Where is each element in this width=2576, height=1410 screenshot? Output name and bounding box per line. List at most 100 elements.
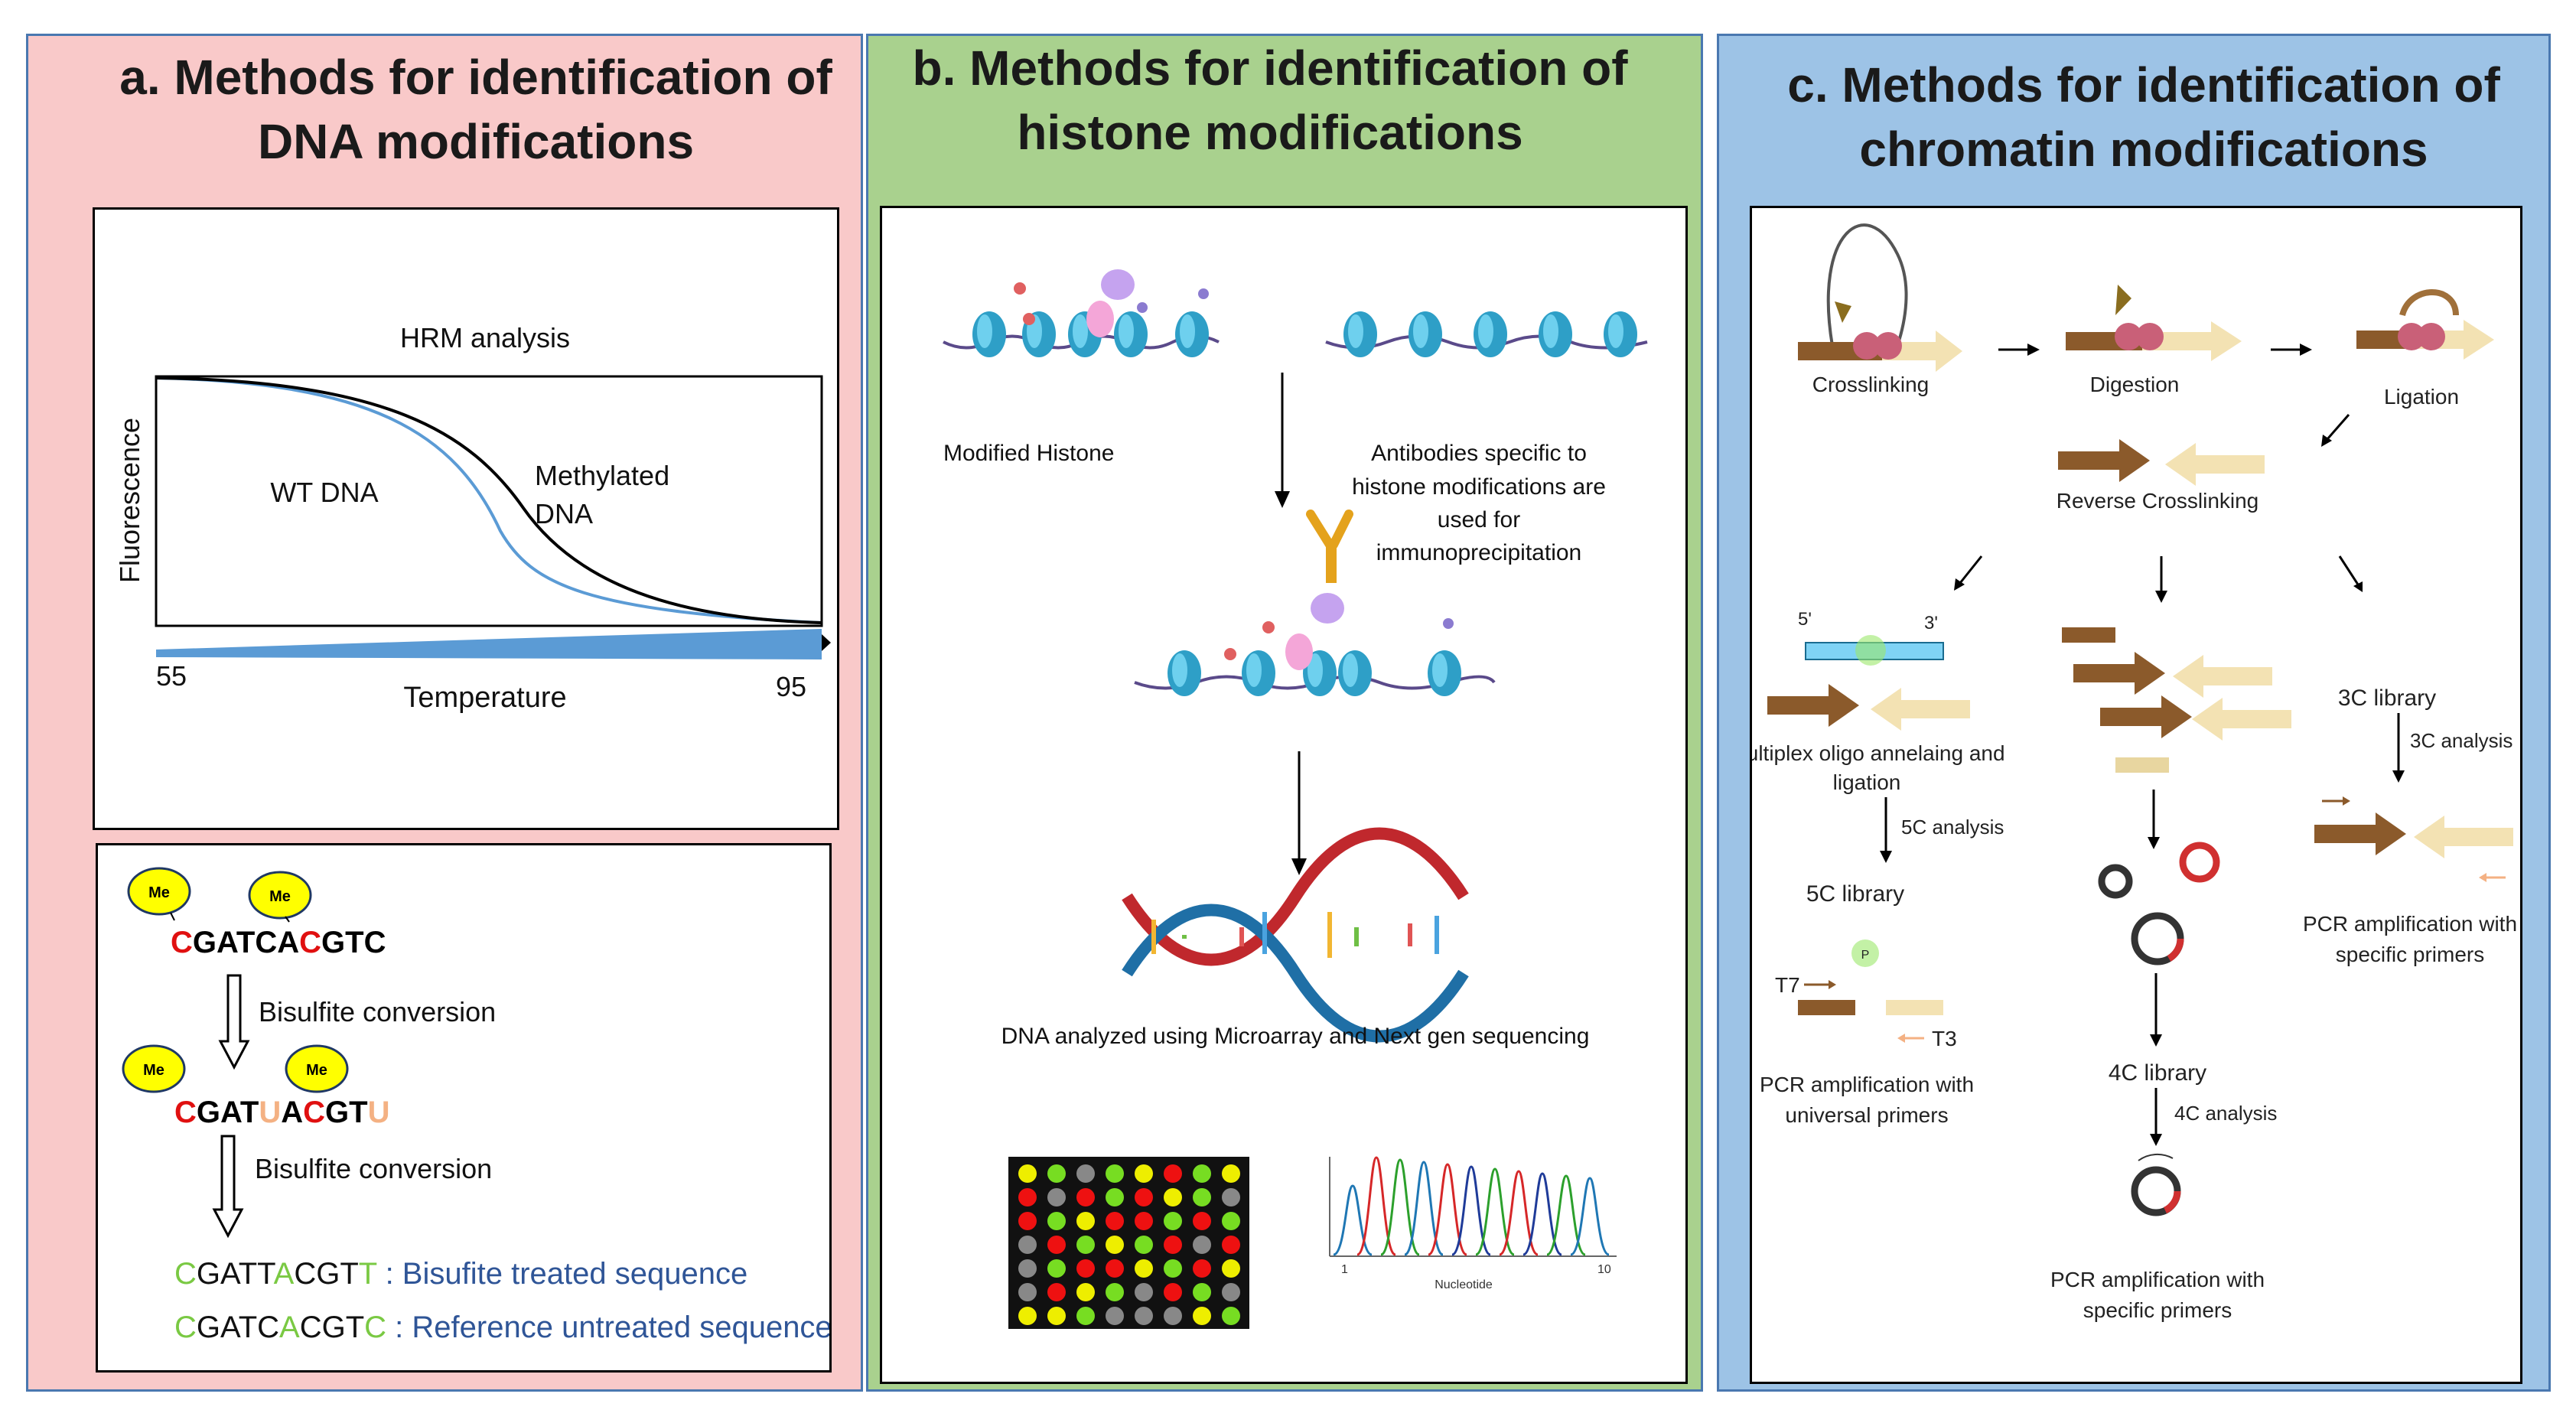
dna-helix-icon [1122,827,1469,1043]
bisulfite-box: Me Me CGATCACGTC Bisulfite conversion Me… [96,843,832,1373]
microarray-spot [1135,1283,1153,1301]
modified-histone-label: Modified Histone [943,441,1114,466]
microarray-spot [1135,1164,1153,1183]
microarray-spot [1047,1164,1066,1183]
microarray-spot [1106,1283,1124,1301]
reference-sequence: CGATCACGTC : Reference untreated sequenc… [174,1311,829,1344]
microarray-dots [1018,1164,1240,1325]
primer-arrow-icon [2479,873,2506,882]
chromatin-workflow-box: Crosslinking Digestion Ligation [1728,206,2522,1384]
ligation-label: Ligation [2384,385,2459,409]
hrm-chart: HRM analysis WT DNA Methylated DNA Fluor… [114,322,831,714]
chromatogram-peak [1499,1170,1539,1256]
microarray-spot [1076,1188,1095,1206]
chromatogram-xlabel: Nucleotide [1435,1278,1493,1291]
microarray-spot [1106,1307,1124,1325]
chromatogram-x-start: 1 [1341,1263,1348,1276]
panel-a-title: a. Methods for identification of DNA mod… [90,45,862,174]
panel-c-title-line2: chromatin modifications [1859,122,2428,177]
down-arrow-icon [218,974,250,1070]
hrm-ylabel: Fluorescence [114,418,145,583]
three-prime-label: 3' [1924,613,1938,633]
microarray-spot [1193,1307,1211,1325]
t3-primer-arrow [1897,1034,1924,1043]
microarray-spot [1222,1259,1240,1278]
arrow-down-icon [2150,1088,2162,1146]
microarray-spot [1018,1259,1037,1278]
pcr-3c-label-2: specific primers [2336,943,2484,966]
microarray-spot [1018,1188,1037,1206]
arrow-down-icon [2150,973,2162,1047]
microarray-spot [1106,1236,1124,1254]
crosslinking-icon [1798,223,1962,372]
panel-b-title-line2: histone modifications [1017,105,1523,160]
microarray-spot [1222,1188,1240,1206]
hrm-xlabel: Temperature [403,682,566,714]
primer-arrow-icon [2322,796,2350,806]
unmodified-histone-strand [1325,311,1648,357]
methyl-group-icon [122,1044,186,1093]
microarray-spot [1164,1283,1182,1301]
microarray-spot [1193,1164,1211,1183]
pcr-universal-label-1: PCR amplification with [1760,1073,1974,1096]
multiplex-label-2: ligation [1833,770,1901,794]
microarray-spot [1018,1283,1037,1301]
wt-dna-curve [155,376,822,624]
arrow-down-icon [2392,713,2405,783]
microarray-spot [1018,1236,1037,1254]
dna-analysis-text: DNA analyzed using Microarray and Next g… [1001,1024,1590,1049]
chromatogram-peak [1522,1172,1562,1256]
microarray-spot [1076,1212,1095,1230]
sequence-1: CGATCACGTC [171,926,386,959]
arrow-down-icon [2155,556,2167,603]
fragment-stack-icon [2062,627,2291,773]
library-5c-label: 5C library [1806,881,1904,907]
panel-a-title-line1: a. Methods for identification of [119,50,832,105]
t7-primer-arrow [1804,980,1836,989]
microarray-spot [1018,1164,1037,1183]
microarray-spot [1076,1236,1095,1254]
chromatogram-peak [1380,1158,1420,1256]
bisulfite-step-1: Bisulfite conversion [259,996,496,1027]
microarray-spot [1164,1188,1182,1206]
methylated-label-2: DNA [535,498,593,529]
methylated-label-1: Methylated [535,460,669,491]
down-arrow-icon [1291,858,1307,875]
treated-sequence: CGATTACGTT : Bisufite treated sequence [174,1257,747,1291]
circularized-dna-icon [2098,842,2220,966]
methyl-group-icon [127,867,191,916]
analysis-5c-label: 5C analysis [1901,816,2004,839]
primer-fragment [1886,1000,1943,1015]
methyl-group-icon [248,871,312,920]
methyl-group-icon [285,1044,349,1093]
microarray-spot [1193,1259,1211,1278]
panel-b-title: b. Methods for identification of histone… [884,36,1656,164]
microarray-spot [1076,1307,1095,1325]
pcr-4c-label-1: PCR amplification with [2050,1268,2265,1291]
library-3c-label: 3C library [2338,685,2436,711]
hrm-title: HRM analysis [400,322,570,353]
chromatogram-x-end: 10 [1597,1263,1611,1276]
panel-histone-modifications: b. Methods for identification of histone… [866,34,1703,1392]
microarray-spot [1193,1212,1211,1230]
temp-max-label: 95 [776,671,806,702]
primer-fragment [1798,1000,1855,1015]
t3-label: T3 [1932,1027,1957,1050]
digestion-label: Digestion [2090,373,2180,396]
microarray-spot [1047,1259,1066,1278]
digestion-icon [2066,285,2242,361]
five-prime-label: 5' [1798,609,1812,630]
microarray-spot [1047,1307,1066,1325]
probe-p-icon: P [1851,939,1879,967]
microarray-spot [1164,1212,1182,1230]
arrow-diagonal-icon [2321,414,2350,447]
chromatogram-peak [1475,1167,1515,1256]
microarray-spot [1222,1236,1240,1254]
microarray-spot [1047,1236,1066,1254]
microarray-spot [1135,1212,1153,1230]
methyl-label: Me [269,888,291,905]
hrm-plot-frame [155,375,823,627]
microarray-spot [1047,1188,1066,1206]
immunoprecipitated-strand [1134,593,1496,696]
chromatogram-peak [1404,1161,1444,1256]
